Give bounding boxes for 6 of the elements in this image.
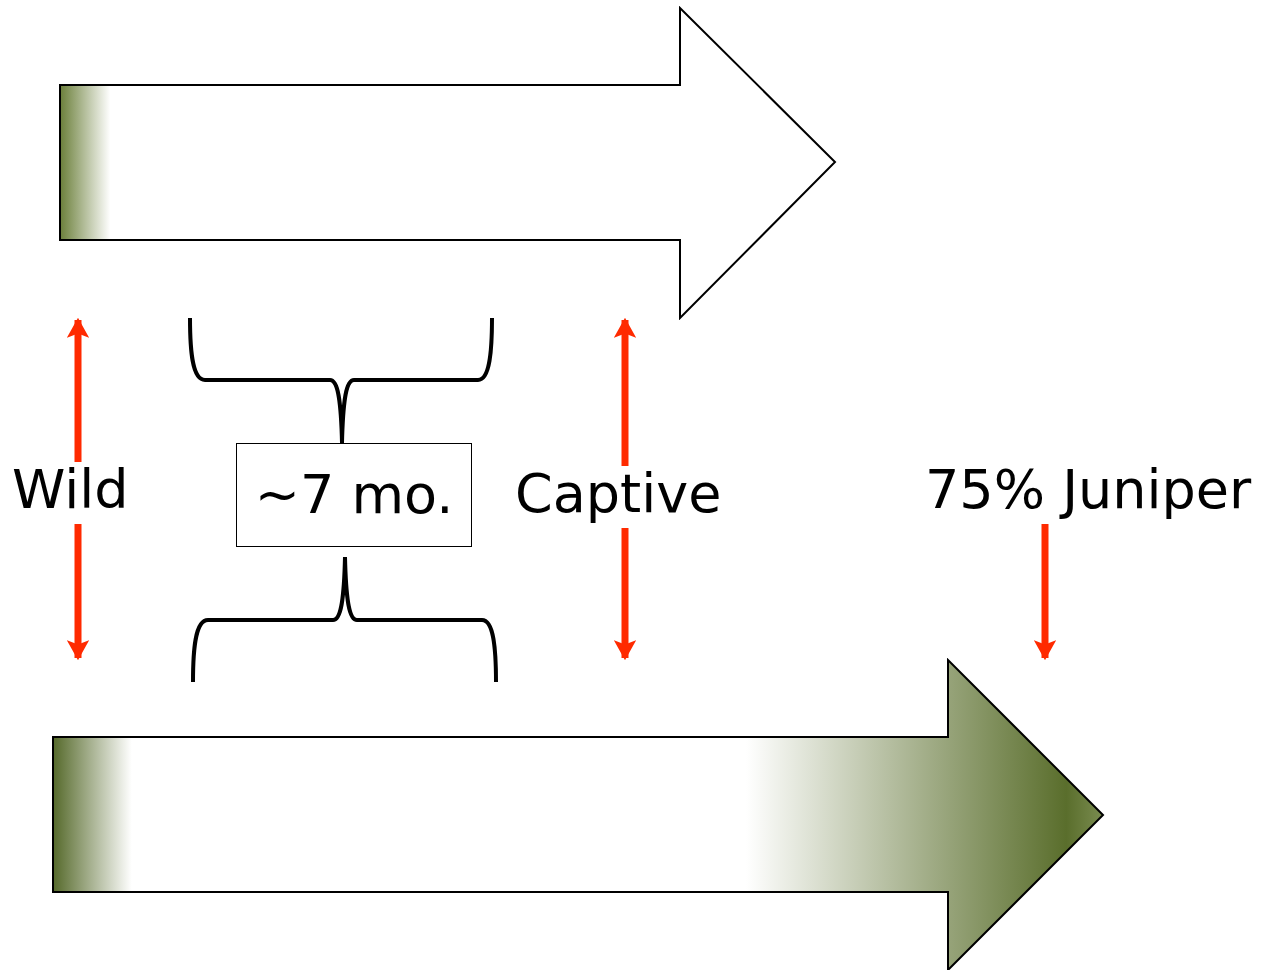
block-arrow	[51, 658, 1107, 970]
duration-box: ~7 mo.	[236, 443, 472, 547]
text-label: Captive	[515, 462, 722, 526]
block-arrow	[58, 6, 838, 320]
text-label: 75% Juniper	[925, 458, 1252, 522]
text-label: Wild	[12, 458, 129, 522]
